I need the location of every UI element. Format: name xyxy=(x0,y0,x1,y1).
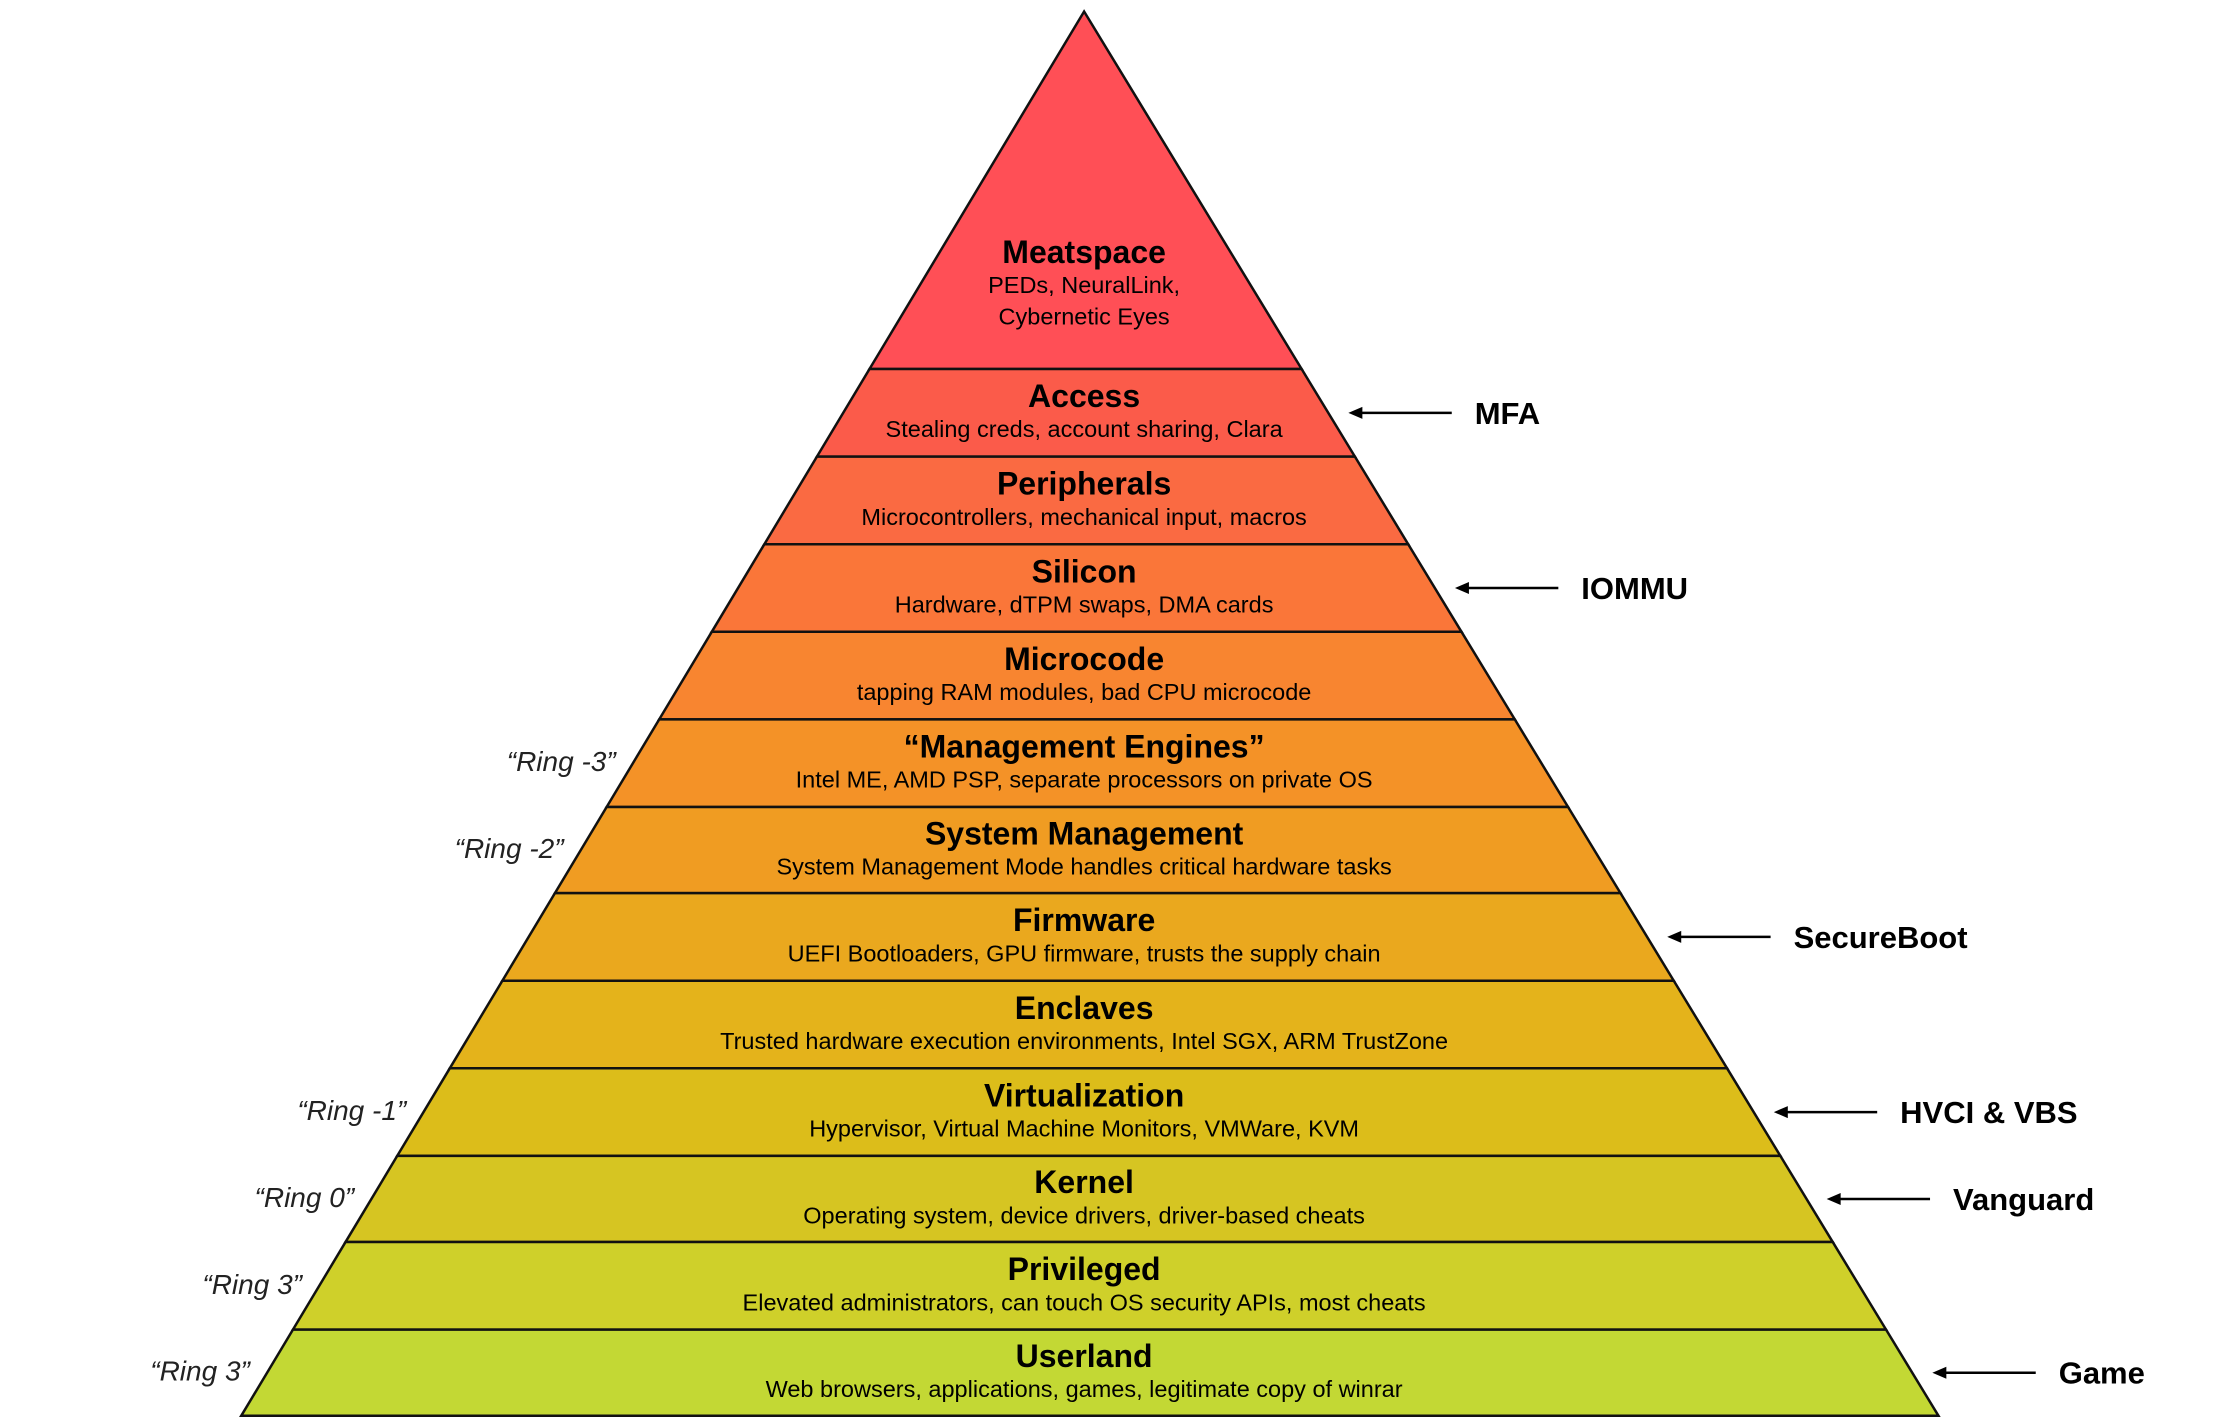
layer-title: Silicon xyxy=(1032,553,1137,589)
defense-label: MFA xyxy=(1475,396,1540,431)
arrow-left-icon xyxy=(1454,582,1469,594)
layer-title: Virtualization xyxy=(984,1077,1184,1113)
defense-hvci-vbs: HVCI & VBS xyxy=(1773,1095,2078,1130)
defense-label: Game xyxy=(2059,1356,2145,1391)
defense-iommu: IOMMU xyxy=(1454,571,1688,606)
layer-description: Cybernetic Eyes xyxy=(999,304,1170,330)
layer-title: Peripherals xyxy=(997,466,1171,502)
layer-management-engines: “Management Engines” Intel ME, AMD PSP, s… xyxy=(604,718,1571,809)
layer-title: Userland xyxy=(1016,1338,1153,1374)
layer-description: Stealing creds, account sharing, Clara xyxy=(886,416,1284,442)
defense-game: Game xyxy=(1932,1356,2145,1391)
ring-label: “Ring -3” xyxy=(507,746,618,777)
layer-title: Privileged xyxy=(1008,1251,1161,1287)
layer-description: Hypervisor, Virtual Machine Monitors, VM… xyxy=(809,1116,1359,1142)
defense-label: SecureBoot xyxy=(1794,920,1968,955)
layer-band xyxy=(239,1328,1941,1418)
defense-label: IOMMU xyxy=(1581,571,1688,606)
layer-title: Access xyxy=(1028,378,1140,414)
ring-label: “Ring -1” xyxy=(297,1095,408,1126)
layer-title: Enclaves xyxy=(1015,990,1154,1026)
layer-description: tapping RAM modules, bad CPU microcode xyxy=(857,679,1312,705)
arrow-left-icon xyxy=(1348,406,1363,419)
defense-label: Vanguard xyxy=(1953,1182,2094,1217)
layer-title: Kernel xyxy=(1034,1164,1134,1200)
layer-description: Trusted hardware execution environments,… xyxy=(720,1028,1448,1054)
defense-label: HVCI & VBS xyxy=(1900,1095,2077,1130)
arrow-left-icon xyxy=(1932,1366,1947,1379)
arrow-left-icon xyxy=(1667,930,1682,943)
layer-description: Intel ME, AMD PSP, separate processors o… xyxy=(796,767,1373,793)
ring-label: “Ring 0” xyxy=(255,1182,356,1213)
layer-title: System Management xyxy=(925,815,1244,851)
layer-title: Microcode xyxy=(1004,641,1164,677)
defense-vanguard: Vanguard xyxy=(1826,1182,2094,1217)
arrow-left-icon xyxy=(1773,1106,1788,1119)
defense-secureboot: SecureBoot xyxy=(1667,920,1968,955)
layer-description: Hardware, dTPM swaps, DMA cards xyxy=(895,591,1274,617)
layer-description: Web browsers, applications, games, legit… xyxy=(766,1376,1403,1402)
layer-description: Elevated administrators, can touch OS se… xyxy=(743,1289,1426,1315)
defense-mfa: MFA xyxy=(1348,396,1540,431)
layer-description: Microcontrollers, mechanical input, macr… xyxy=(861,504,1306,530)
layer-title: Firmware xyxy=(1013,902,1155,938)
ring-label: “Ring -2” xyxy=(455,833,566,864)
ring-label: “Ring 3” xyxy=(150,1356,251,1387)
layer-description: UEFI Bootloaders, GPU firmware, trusts t… xyxy=(788,940,1381,966)
layer-description: Operating system, device drivers, driver… xyxy=(803,1202,1365,1228)
layer-title: Meatspace xyxy=(1002,234,1166,270)
layer-description: System Management Mode handles critical … xyxy=(777,853,1392,879)
arrow-left-icon xyxy=(1826,1192,1841,1205)
layer-description: PEDs, NeuralLink, xyxy=(988,272,1180,298)
ring-labels: “Ring -3” “Ring -2” “Ring -1” “Ring 0” “Ring… xyxy=(150,746,617,1387)
ring-label: “Ring 3” xyxy=(202,1269,303,1300)
layer-title: “Management Engines” xyxy=(904,728,1265,764)
